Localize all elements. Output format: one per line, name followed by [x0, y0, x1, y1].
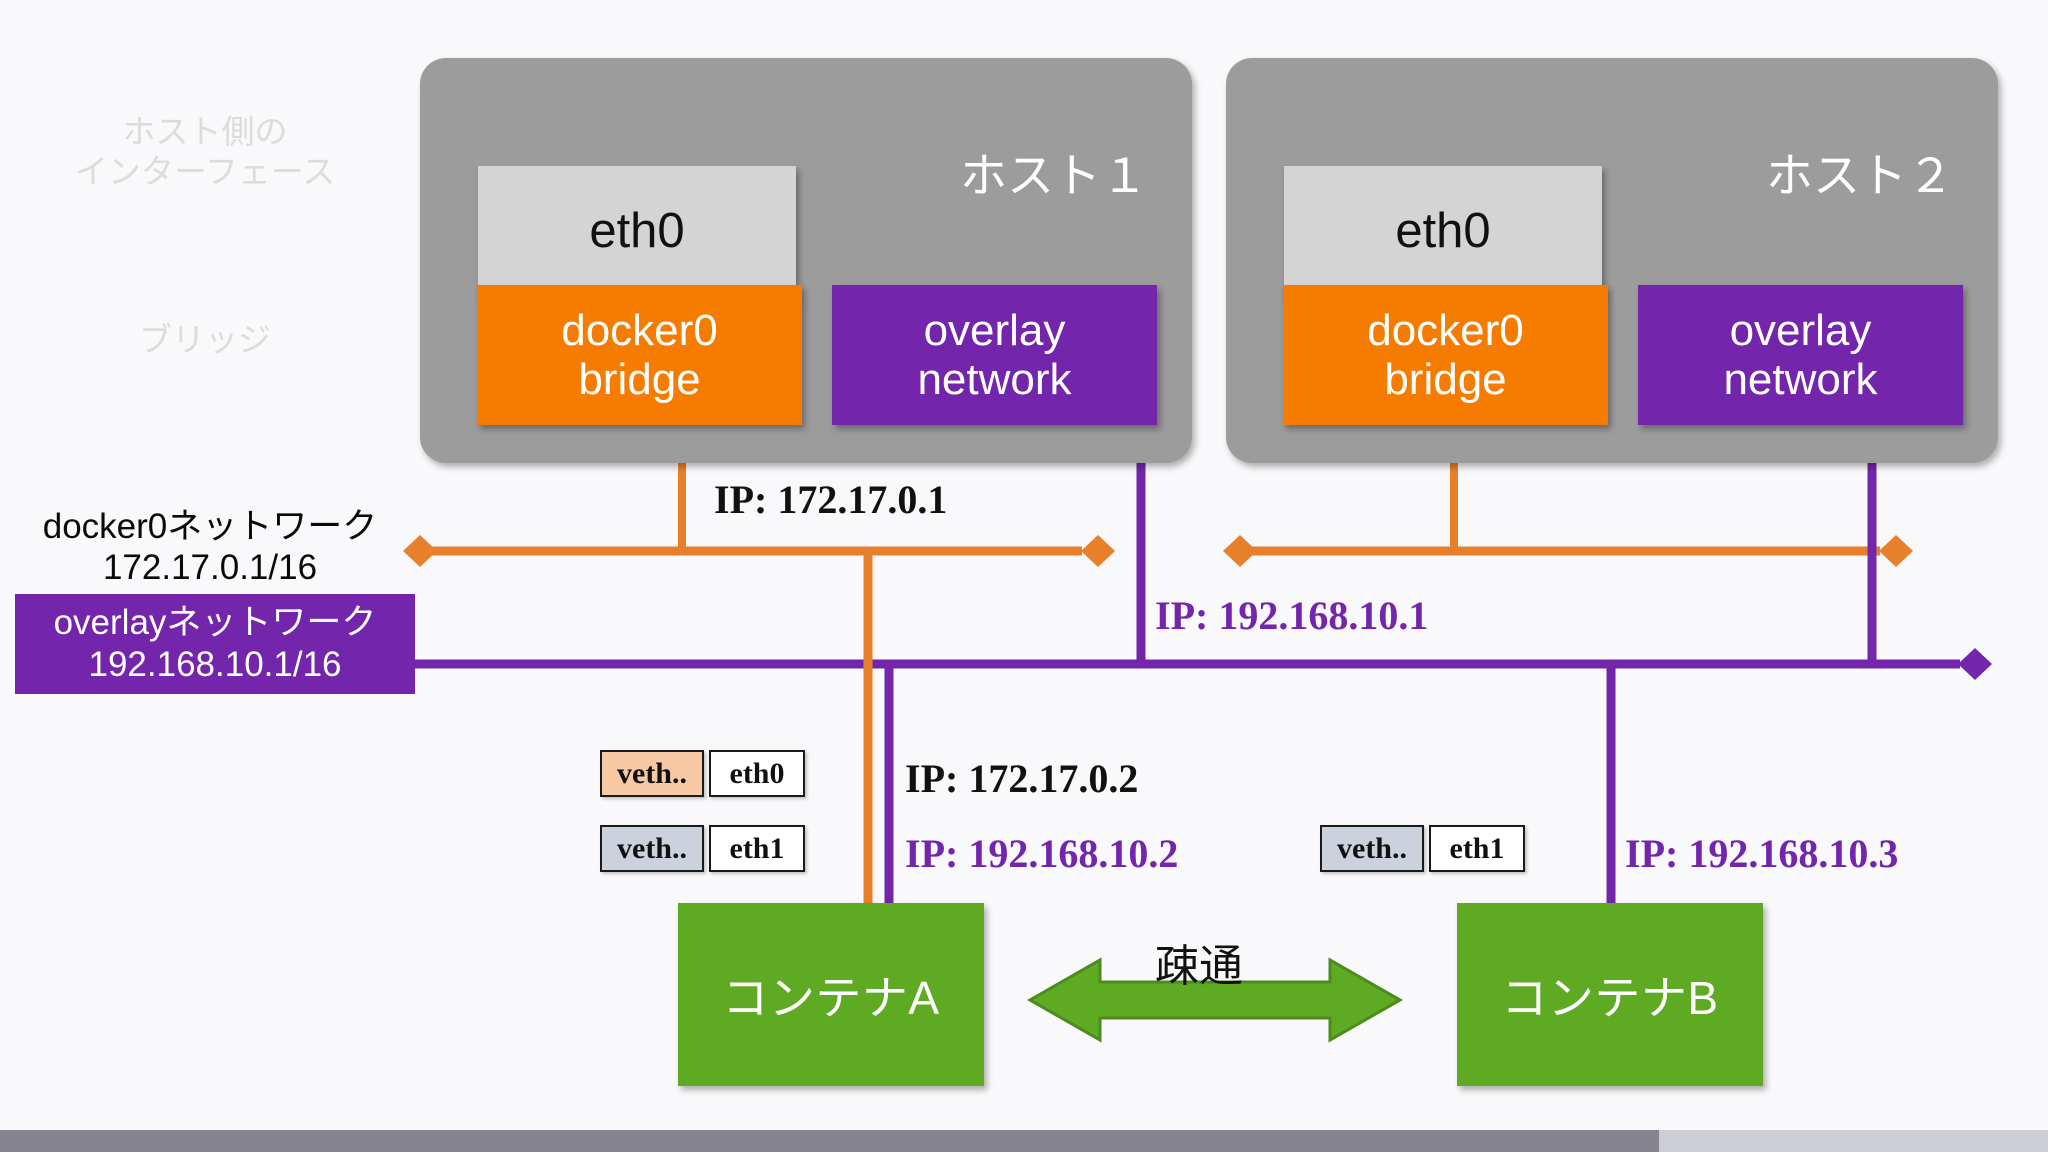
host-2-eth0-box[interactable]: eth0: [1284, 166, 1602, 296]
docker0-bus-left-diamond: [403, 535, 437, 567]
host-2-title: ホスト２: [1766, 149, 1954, 202]
container-b-box[interactable]: コンテナB: [1457, 903, 1763, 1086]
container-b-eth1-cell[interactable]: eth1: [1429, 825, 1525, 872]
container-b-interface-row-0[interactable]: veth.. eth1: [1320, 825, 1525, 872]
ip-container-b-eth1-label: IP: 192.168.10.3: [1625, 831, 1899, 876]
host-2-docker0-bridge-box[interactable]: docker0 bridge: [1283, 285, 1608, 425]
container-a-box[interactable]: コンテナA: [678, 903, 984, 1086]
host-1-box[interactable]: ホスト１ eth0 docker0 bridge overlay network: [420, 58, 1192, 463]
container-a-eth1-cell[interactable]: eth1: [709, 825, 805, 872]
overlay-network-label-chip: overlayネットワーク 192.168.10.1/16: [15, 594, 415, 694]
host-1-eth0-box[interactable]: eth0: [478, 166, 796, 296]
container-a-veth1-cell[interactable]: veth..: [600, 825, 704, 872]
host-1-docker0-bridge-box[interactable]: docker0 bridge: [477, 285, 802, 425]
presentation-progress-fill: [0, 1130, 1659, 1152]
bridge-label: ブリッジ: [139, 321, 271, 358]
presentation-progress-bar[interactable]: [0, 1130, 2048, 1152]
docker0-bus2-left-diamond: [1223, 535, 1257, 567]
container-a-interface-row-1[interactable]: veth.. eth1: [600, 825, 805, 872]
container-b-veth1-cell[interactable]: veth..: [1320, 825, 1424, 872]
overlay-bus-right-diamond: [1958, 648, 1992, 680]
ip-overlay-gateway-label: IP: 192.168.10.1: [1155, 593, 1429, 638]
connectivity-arrow-label: 疎通: [1155, 942, 1243, 991]
ip-container-a-eth1-label: IP: 192.168.10.2: [905, 831, 1179, 876]
host-interface-label: ホスト側の インターフェース: [74, 113, 336, 191]
host-1-overlay-network-box[interactable]: overlay network: [832, 285, 1157, 425]
docker0-network-label: docker0ネットワーク 172.17.0.1/16: [42, 507, 378, 588]
ip-container-a-eth0-label: IP: 172.17.0.2: [905, 756, 1139, 801]
container-a-eth0-cell[interactable]: eth0: [709, 750, 805, 797]
container-a-veth0-cell[interactable]: veth..: [600, 750, 704, 797]
overlay-network-label: overlayネットワーク 192.168.10.1/16: [53, 603, 377, 684]
host-2-overlay-network-box[interactable]: overlay network: [1638, 285, 1963, 425]
ip-docker0-gateway-label: IP: 172.17.0.1: [714, 477, 948, 522]
container-a-interface-row-0[interactable]: veth.. eth0: [600, 750, 805, 797]
docker0-bus-right-diamond: [1081, 535, 1115, 567]
host-2-box[interactable]: ホスト２ eth0 docker0 bridge overlay network: [1226, 58, 1998, 463]
host-1-title: ホスト１: [960, 149, 1148, 202]
connectivity-arrow-shape: [1026, 957, 1404, 1043]
docker0-bus2-right-diamond: [1879, 535, 1913, 567]
